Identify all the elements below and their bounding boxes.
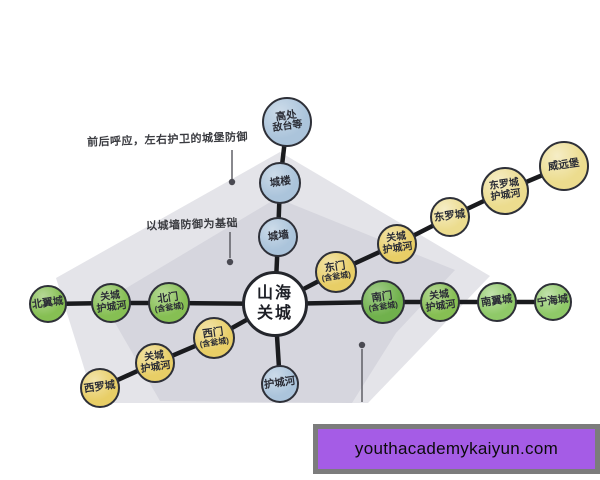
- watermark-text: youthacademykaiyun.com: [354, 439, 559, 458]
- node-weiyuanbao: 威远堡: [539, 141, 589, 191]
- node-gaochu-ditai: 高处敌台等: [262, 97, 312, 147]
- annotation-wall-base: 以城墙防御为基础: [145, 217, 239, 233]
- annotation-leaders: [226, 150, 366, 402]
- node-guancheng-huchenghe-southwest: 关城护城河: [135, 343, 175, 383]
- node-guancheng-huchenghe-southeast: 关城护城河: [420, 282, 460, 322]
- node-dongluocheng: 东罗城: [430, 197, 470, 237]
- node-xiluocheng: 西罗城: [80, 368, 120, 408]
- watermark-banner: youthacademykaiyun.com: [313, 424, 600, 474]
- node-dongmen: 东门(含瓮城): [315, 251, 357, 293]
- node-ninghaicheng: 宁海城: [534, 283, 572, 321]
- node-beiyicheng: 北翼城: [29, 285, 67, 323]
- node-dongluocheng-huchenghe: 东罗城护城河: [481, 167, 529, 215]
- node-chengqiang: 城墙: [258, 217, 298, 257]
- node-guancheng-huchenghe-east: 关城护城河: [377, 224, 417, 264]
- node-chenglou: 城楼: [259, 162, 301, 204]
- node-huchenghe-south: 护城河: [261, 365, 299, 403]
- node-beimen: 北门(含瓮城): [148, 282, 190, 324]
- node-shanhaiguan-center: 山海关城: [242, 271, 308, 337]
- node-ximen: 西门(含瓮城): [193, 317, 235, 359]
- node-nanmen: 南门(含瓮城): [361, 280, 405, 324]
- node-guancheng-huchenghe-west: 关城护城河: [91, 283, 131, 323]
- node-nanyicheng: 南翼城: [477, 282, 517, 322]
